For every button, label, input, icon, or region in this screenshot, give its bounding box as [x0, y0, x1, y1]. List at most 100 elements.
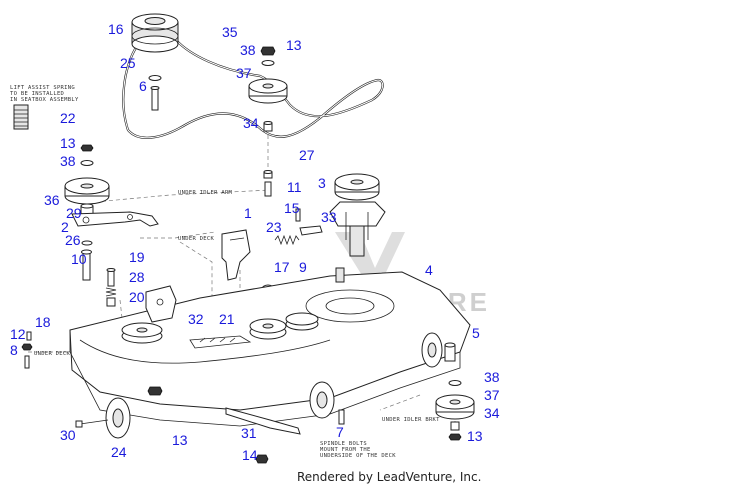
- callout-38: 38: [60, 153, 76, 169]
- callout-19: 19: [129, 249, 145, 265]
- callout-6: 6: [139, 78, 147, 94]
- washer-38-left: [80, 160, 94, 166]
- bracket-33: [299, 225, 323, 236]
- bushing-20: [106, 297, 116, 307]
- nut-12: [21, 343, 33, 351]
- pin-18: [26, 331, 32, 341]
- belt-guard-21: [189, 335, 252, 349]
- callout-20: 20: [129, 289, 145, 305]
- footer-credit: Rendered by LeadVenture, Inc.: [297, 470, 481, 484]
- bushing-27: [263, 170, 273, 179]
- bolt-6: [150, 86, 160, 111]
- callout-32: 32: [188, 311, 204, 327]
- bracket-32: [145, 285, 177, 323]
- callout-21: 21: [219, 311, 235, 327]
- bushing-29: [80, 203, 94, 215]
- lift-assist-note-2: TO BE INSTALLED: [10, 91, 64, 97]
- callout-8: 8: [10, 342, 18, 358]
- spring-23: [274, 234, 300, 246]
- callout-5: 5: [472, 325, 480, 341]
- bolt-19: [106, 268, 116, 287]
- callout-34: 34: [484, 405, 500, 421]
- callout-22: 22: [60, 110, 76, 126]
- gauge-wheel-center: [309, 381, 335, 419]
- spacer-34-top: [263, 121, 273, 132]
- callout-26: 26: [65, 232, 81, 248]
- callout-37: 37: [484, 387, 500, 403]
- lift-assist-note-3: IN SEATBOX ASSEMBLY: [10, 97, 79, 103]
- callout-24: 24: [111, 444, 127, 460]
- callout-18: 18: [35, 314, 51, 330]
- idler-pulley-37-right: [435, 394, 475, 420]
- note-spindle-bolts-2: MOUNT FROM THE: [320, 447, 371, 453]
- assembly-notes: UNDER IDLER ARM UNDER DECK UNDER DECK UN…: [34, 190, 440, 459]
- callout-31: 31: [241, 425, 257, 441]
- deck-pulley-center: [249, 318, 287, 340]
- note-spindle-bolts-1: SPINDLE BOLTS: [320, 441, 367, 447]
- spacer-34-right: [450, 421, 460, 431]
- note-under-deck-1: UNDER DECK: [178, 236, 215, 242]
- bracket-1: [221, 229, 251, 281]
- spring-28: [105, 287, 117, 297]
- bolt-10: [81, 249, 92, 281]
- bolt-8: [24, 355, 30, 369]
- nut-14: [255, 454, 269, 464]
- callout-29: 29: [66, 205, 82, 221]
- callout-30: 30: [60, 427, 76, 443]
- idler-pulley-37-top: [248, 78, 288, 104]
- callout-35: 35: [222, 24, 238, 40]
- note-under-idler-bkt: UNDER IDLER BRKT: [382, 417, 440, 423]
- nut-13-right: [448, 433, 462, 441]
- pin-15: [295, 208, 301, 222]
- idler-pulley-36: [64, 177, 110, 205]
- callout-13: 13: [60, 135, 76, 151]
- nut-13-top: [260, 46, 276, 56]
- callout-16: 16: [108, 21, 124, 37]
- callout-25: 25: [120, 55, 136, 71]
- spindle-assembly-3: [329, 173, 386, 257]
- callout-17: 17: [274, 259, 290, 275]
- nut-13-under-deck: [147, 386, 163, 396]
- callout-14: 14: [242, 447, 258, 463]
- idler-arm-2: [71, 211, 159, 227]
- lift-assist-spring: LIFT ASSIST SPRING TO BE INSTALLED IN SE…: [10, 85, 79, 130]
- note-under-deck-2: UNDER DECK: [34, 351, 71, 357]
- axle-5: [444, 342, 456, 362]
- callout-13: 13: [467, 428, 483, 444]
- callout-13: 13: [286, 37, 302, 53]
- washer-38-right: [448, 380, 462, 386]
- deck-pulley-left: [121, 322, 163, 344]
- note-under-idler-arm: UNDER IDLER ARM: [178, 190, 233, 196]
- note-spindle-bolts-3: UNDERSIDE OF THE DECK: [320, 453, 396, 459]
- electric-clutch: [131, 13, 179, 53]
- callout-7: 7: [336, 424, 344, 440]
- washer-38-top: [261, 60, 275, 66]
- callout-38: 38: [484, 369, 500, 385]
- callout-23: 23: [266, 219, 282, 235]
- gauge-wheel-right: [421, 332, 443, 368]
- callout-4: 4: [425, 262, 433, 278]
- callout-2: 2: [61, 219, 69, 235]
- callout-36: 36: [44, 192, 60, 208]
- bolt-7: [338, 409, 345, 425]
- callout-10: 10: [71, 251, 87, 267]
- callout-9: 9: [299, 259, 307, 275]
- washer-25: [148, 75, 162, 81]
- callout-1: 1: [244, 205, 252, 221]
- callout-28: 28: [129, 269, 145, 285]
- callout-15: 15: [284, 200, 300, 216]
- nut-13-left: [80, 144, 94, 152]
- callout-11: 11: [287, 179, 302, 195]
- blade-31: [225, 407, 301, 435]
- callout-27: 27: [299, 147, 315, 163]
- bolt-30: [75, 419, 109, 428]
- pin-11: [264, 181, 272, 197]
- callout-33: 33: [321, 209, 337, 225]
- lift-assist-note-1: LIFT ASSIST SPRING: [10, 85, 75, 91]
- callout-13: 13: [172, 432, 188, 448]
- washer-26: [81, 240, 93, 246]
- callout-12: 12: [10, 326, 26, 342]
- callout-34: 34: [243, 115, 259, 131]
- callout-3: 3: [318, 175, 326, 191]
